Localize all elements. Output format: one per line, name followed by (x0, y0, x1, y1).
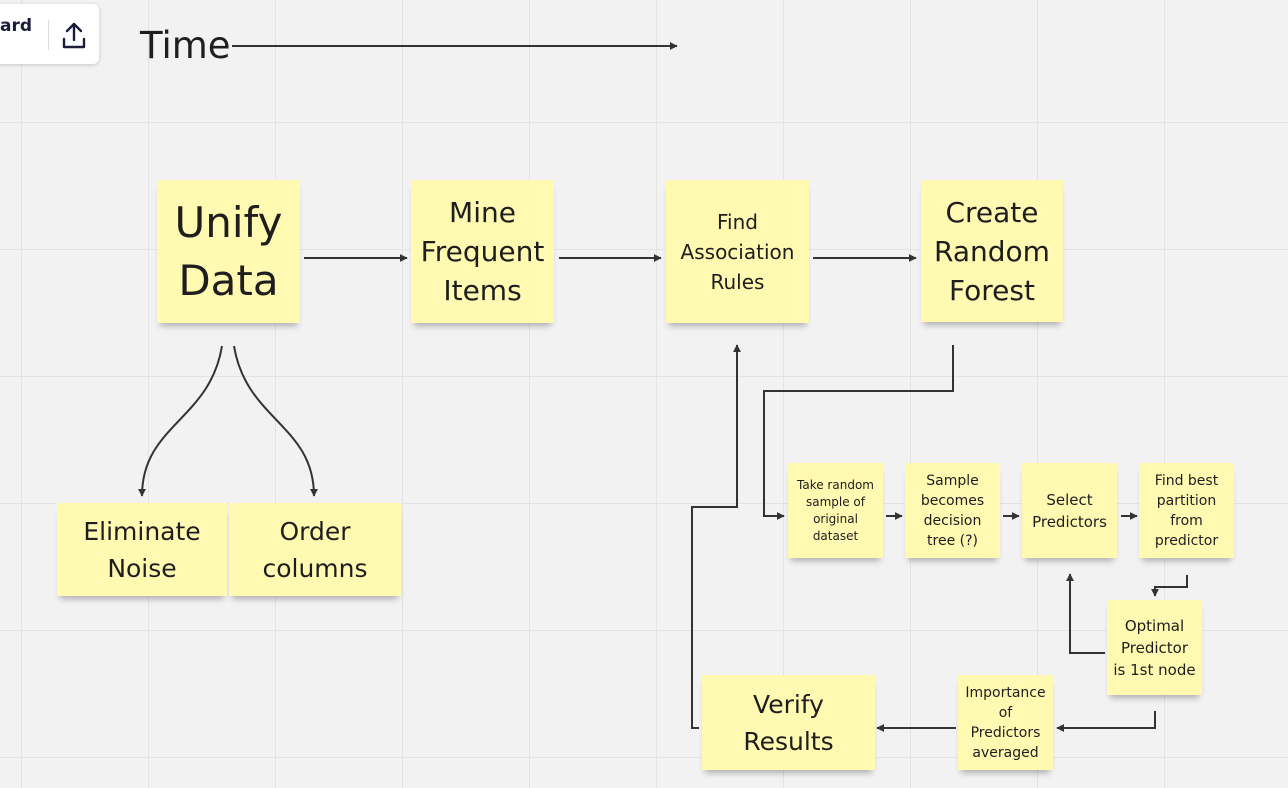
connector-optimal-to-importance[interactable] (1056, 711, 1156, 732)
note-order-columns[interactable]: Order columns (229, 503, 401, 596)
connector-unify-to-order[interactable] (233, 345, 318, 497)
note-mine-frequent-items[interactable]: Mine Frequent Items (411, 180, 554, 323)
note-create-random-forest[interactable]: Create Random Forest (921, 180, 1063, 322)
note-verify-results[interactable]: Verify Results (702, 675, 875, 770)
note-importance-predictors[interactable]: Importance of Predictors averaged (958, 675, 1053, 770)
note-find-best-partition[interactable]: Find best partition from predictor (1139, 463, 1234, 558)
note-find-association-rules[interactable]: Find Association Rules (666, 180, 809, 323)
board-title[interactable]: ard (0, 16, 33, 36)
connector-unify-to-noise[interactable] (138, 345, 223, 497)
connector-verify-to-find[interactable] (691, 344, 741, 729)
note-optimal-predictor[interactable]: Optimal Predictor is 1st node (1107, 600, 1202, 695)
connector-optimal-to-select[interactable] (1066, 573, 1105, 654)
note-sample-becomes-tree[interactable]: Sample becomes decision tree (?) (905, 463, 1000, 558)
note-select-predictors[interactable]: Select Predictors (1022, 463, 1117, 558)
connector-partition-to-optimal[interactable] (1151, 575, 1188, 597)
note-eliminate-noise[interactable]: Eliminate Noise (57, 503, 227, 596)
note-take-random-sample[interactable]: Take random sample of original dataset (788, 463, 883, 558)
connector-forest-to-take-sample[interactable] (763, 345, 954, 520)
timeline-label: Time (140, 24, 231, 67)
note-unify-data[interactable]: Unify Data (157, 180, 300, 323)
toolbar-divider (48, 20, 49, 50)
upload-icon (62, 22, 86, 49)
share-button[interactable] (60, 20, 88, 50)
board-toolbar: ard (0, 4, 99, 64)
